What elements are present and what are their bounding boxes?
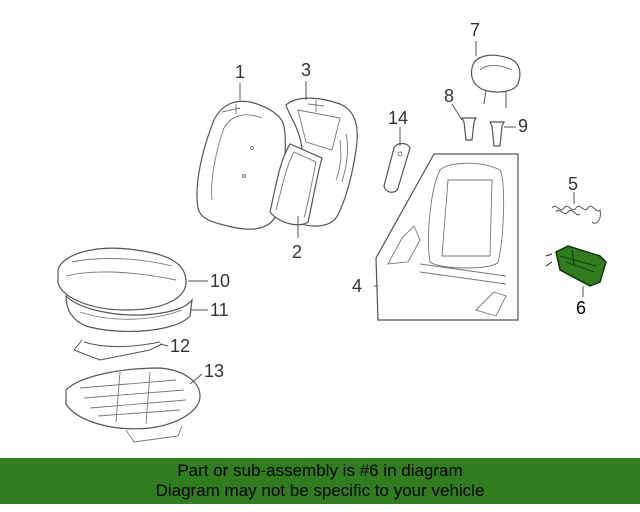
callout-4: 4 bbox=[352, 276, 362, 296]
callout-13: 13 bbox=[204, 361, 224, 381]
banner-line-2: Diagram may not be specific to your vehi… bbox=[155, 481, 485, 500]
part-2-panel[interactable] bbox=[269, 143, 323, 226]
callout-12: 12 bbox=[170, 336, 190, 356]
banner-line-1: Part or sub-assembly is #6 in diagram bbox=[177, 461, 463, 480]
part-12-wire[interactable] bbox=[73, 339, 163, 361]
part-13-seat-frame[interactable] bbox=[65, 367, 201, 443]
part-6-highlighted-module[interactable] bbox=[545, 245, 607, 287]
callout-3: 3 bbox=[301, 60, 311, 80]
callout-5: 5 bbox=[568, 174, 578, 194]
callout-2: 2 bbox=[292, 242, 302, 262]
callout-14: 14 bbox=[388, 108, 408, 128]
part-4-frame[interactable] bbox=[375, 153, 519, 321]
info-banner: Part or sub-assembly is #6 in diagram Di… bbox=[0, 458, 640, 504]
part-11-cushion-pad[interactable] bbox=[65, 294, 193, 333]
callout-6: 6 bbox=[576, 298, 586, 318]
callout-9: 9 bbox=[518, 116, 528, 136]
callout-7: 7 bbox=[470, 20, 480, 40]
callout-8: 8 bbox=[444, 86, 454, 106]
leader-lines bbox=[159, 41, 584, 385]
part-14-side-trim[interactable] bbox=[383, 142, 411, 193]
part-7-headrest[interactable] bbox=[470, 54, 521, 108]
part-1-seatback-cover[interactable] bbox=[196, 100, 286, 230]
callout-10: 10 bbox=[210, 271, 230, 291]
part-5-spring[interactable] bbox=[551, 205, 601, 224]
part-10-cushion-cover[interactable] bbox=[57, 247, 187, 311]
callout-11: 11 bbox=[210, 300, 229, 320]
callout-1: 1 bbox=[235, 62, 245, 82]
part-8-guide[interactable] bbox=[461, 117, 477, 141]
part-9-guide[interactable] bbox=[489, 121, 505, 147]
